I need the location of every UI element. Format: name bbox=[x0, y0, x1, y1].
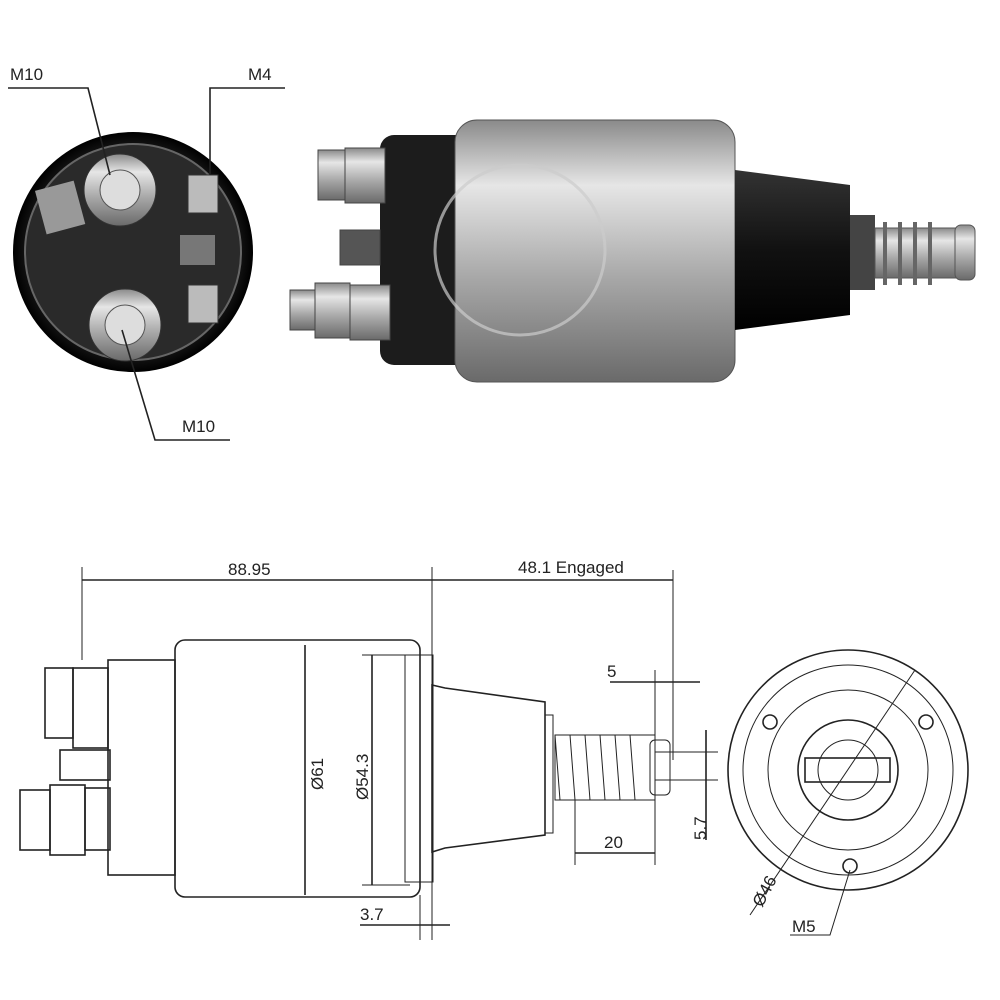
technical-end-view bbox=[727, 649, 969, 936]
end-view-photo bbox=[8, 87, 285, 441]
dim-20: 20 bbox=[604, 833, 623, 852]
label-m10-top: M10 bbox=[10, 65, 43, 84]
label-m4: M4 bbox=[248, 65, 272, 84]
label-m5: M5 bbox=[792, 917, 816, 936]
side-view-photo bbox=[289, 119, 976, 383]
label-m10-bottom: M10 bbox=[182, 417, 215, 436]
dim-5-7: 5.7 bbox=[691, 816, 710, 840]
dim-5: 5 bbox=[607, 662, 616, 681]
dim-88-95: 88.95 bbox=[228, 560, 271, 579]
dim-3-7: 3.7 bbox=[360, 905, 384, 924]
dim-diameter-61: Ø61 bbox=[308, 758, 327, 790]
dim-diameter-46: Ø46 bbox=[749, 873, 781, 910]
dim-48-1-engaged: 48.1 Engaged bbox=[518, 558, 624, 577]
technical-side-view bbox=[19, 567, 718, 940]
dim-diameter-54-3: Ø54.3 bbox=[353, 754, 372, 800]
